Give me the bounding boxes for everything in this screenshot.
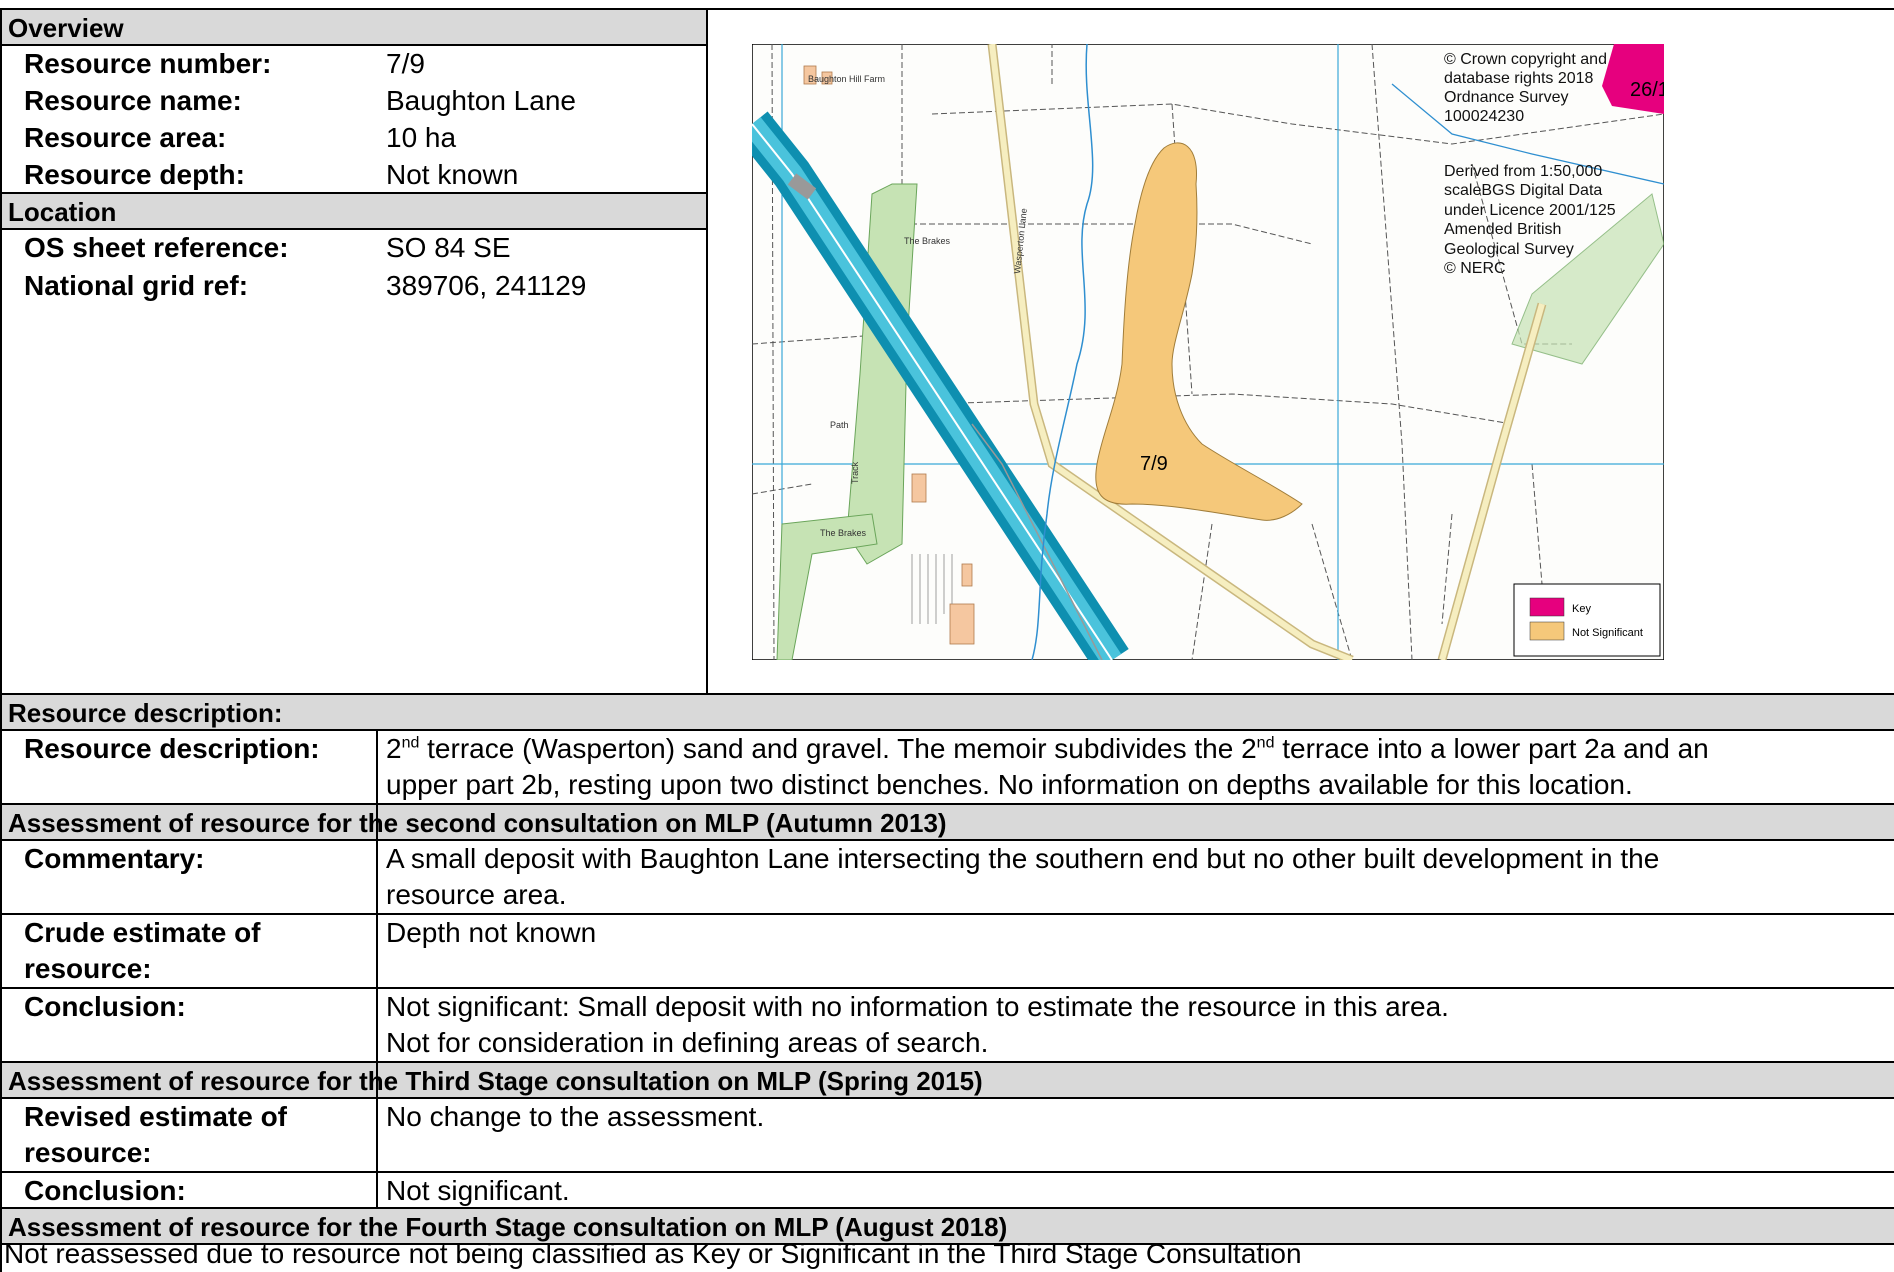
table-rule (0, 1061, 1894, 1063)
data-source-text: Derived from 1:50,000 (1444, 163, 1602, 180)
data-source-text: Geological Survey (1444, 241, 1574, 258)
table-rule (0, 8, 2, 1272)
commentary-line-1: A small deposit with Baughton Lane inter… (386, 843, 1660, 874)
crude-estimate-label-line-2: resource: (24, 953, 152, 984)
place-name: The Brakes (820, 528, 867, 538)
resource-name-value: Baughton Lane (386, 85, 576, 116)
neighbour-resource-label: 26/1 (1630, 79, 1664, 101)
resource-polygon-label: 7/9 (1140, 453, 1168, 475)
data-source-text: under Licence 2001/125 (1444, 202, 1616, 219)
resource-depth-label: Resource depth: (24, 159, 245, 190)
table-rule (0, 192, 708, 194)
table-rule (0, 839, 1894, 841)
table-rule (706, 8, 708, 695)
os-sheet-label: OS sheet reference: (24, 232, 289, 263)
map-legend: Key Not Significant (1513, 583, 1661, 657)
copyright-text: © Crown copyright and (1444, 51, 1607, 68)
fourth-consultation-header: Assessment of resource for the Fourth St… (2, 1209, 1894, 1243)
grid-ref-value: 389706, 241129 (386, 270, 587, 301)
third-conclusion-label: Conclusion: (24, 1175, 186, 1206)
overview-header: Overview (2, 10, 708, 44)
resource-name-label: Resource name: (24, 85, 242, 116)
conclusion-label: Conclusion: (24, 991, 186, 1022)
resource-number-label: Resource number: (24, 48, 272, 79)
table-rule (0, 913, 1894, 915)
revised-estimate-label-line-1: Revised estimate of (24, 1101, 287, 1132)
resource-number-value: 7/9 (386, 48, 425, 79)
legend-label-key: Key (1572, 603, 1591, 615)
commentary-line-2: resource area. (386, 879, 567, 910)
table-rule (376, 729, 378, 1207)
copyright-text: database rights 2018 (1444, 70, 1594, 87)
resource-map: 26/1 7/9 Baughton Hill Farm The Brakes T… (752, 44, 1664, 660)
copyright-text: 100024230 (1444, 108, 1524, 125)
resource-area-value: 10 ha (386, 122, 457, 153)
fourth-consultation-text: Not reassessed due to resource not being… (4, 1238, 1302, 1269)
crude-estimate-value: Depth not known (386, 917, 597, 948)
table-rule (0, 693, 1894, 695)
place-name: Baughton Hill Farm (808, 74, 885, 84)
data-source-text: © NERC (1444, 260, 1506, 277)
location-header: Location (2, 194, 708, 228)
table-rule (0, 729, 1894, 731)
grid-ref-label: National grid ref: (24, 270, 249, 301)
os-sheet-value: SO 84 SE (386, 232, 511, 263)
commentary-label: Commentary: (24, 843, 205, 874)
table-rule (0, 8, 1894, 10)
table-rule (0, 1171, 1894, 1173)
table-rule (0, 1097, 1894, 1099)
data-source-text: Amended British (1444, 221, 1561, 238)
table-rule (0, 803, 1894, 805)
data-source-text: scaleBGS Digital Data (1444, 182, 1602, 199)
revised-estimate-value: No change to the assessment. (386, 1101, 765, 1132)
crude-estimate-label-line-1: Crude estimate of (24, 917, 261, 948)
resource-area-label: Resource area: (24, 122, 227, 153)
legend-swatch-key (1529, 597, 1565, 617)
resource-depth-value: Not known (386, 159, 519, 190)
second-consultation-header: Assessment of resource for the second co… (2, 805, 1894, 839)
legend-swatch-not-significant (1529, 621, 1565, 641)
table-rule (0, 228, 708, 230)
table-rule (0, 1243, 1894, 1245)
table-rule (0, 44, 708, 46)
resource-description-header: Resource description: (2, 695, 1894, 729)
table-rule (0, 1207, 1894, 1209)
conclusion-line-2: Not for consideration in defining areas … (386, 1027, 989, 1058)
table-rule (0, 987, 1894, 989)
third-consultation-header: Assessment of resource for the Third Sta… (2, 1063, 1894, 1097)
resource-description-label: Resource description: (24, 733, 320, 764)
third-conclusion-value: Not significant. (386, 1175, 570, 1206)
legend-label-not-significant: Not Significant (1572, 627, 1643, 639)
place-name: The Brakes (904, 236, 951, 246)
resource-description-line-2: upper part 2b, resting upon two distinct… (386, 769, 1633, 800)
copyright-text: Ordnance Survey (1444, 89, 1569, 106)
revised-estimate-label-line-2: resource: (24, 1137, 152, 1168)
conclusion-line-1: Not significant: Small deposit with no i… (386, 991, 1449, 1022)
resource-description-line-1: 2nd terrace (Wasperton) sand and gravel.… (386, 733, 1709, 764)
place-name: Track (850, 461, 860, 484)
place-name: Path (830, 420, 849, 430)
